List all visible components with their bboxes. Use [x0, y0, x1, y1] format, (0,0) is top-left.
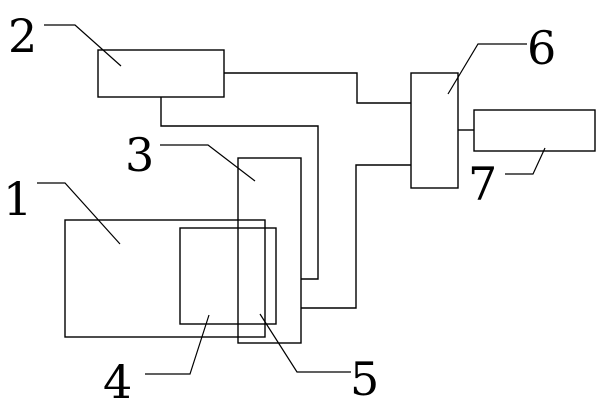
wire-3-to-6	[301, 164, 411, 309]
leader-line-5	[259, 313, 351, 373]
component-3-box	[237, 157, 302, 344]
component-1-box	[64, 219, 266, 338]
wire-2-to-6	[224, 72, 411, 104]
part-label-2: 2	[8, 9, 37, 63]
component-2-box	[97, 49, 225, 98]
leader-line-6	[447, 43, 527, 95]
part-label-3: 3	[125, 128, 154, 182]
wire-2-to-3	[160, 97, 319, 280]
part-label-7: 7	[468, 157, 497, 211]
part-label-5: 5	[350, 352, 379, 403]
part-label-6: 6	[527, 21, 556, 75]
part-label-1: 1	[3, 172, 32, 226]
component-6-box	[410, 72, 459, 189]
leader-line-3	[160, 144, 256, 182]
component-4-box	[179, 227, 277, 325]
leader-line-4	[145, 314, 210, 375]
part-label-4: 4	[103, 355, 132, 403]
leader-line-7	[505, 147, 546, 175]
leader-line-1	[37, 182, 121, 245]
leader-line-2	[44, 24, 122, 67]
component-7-box	[473, 109, 596, 152]
